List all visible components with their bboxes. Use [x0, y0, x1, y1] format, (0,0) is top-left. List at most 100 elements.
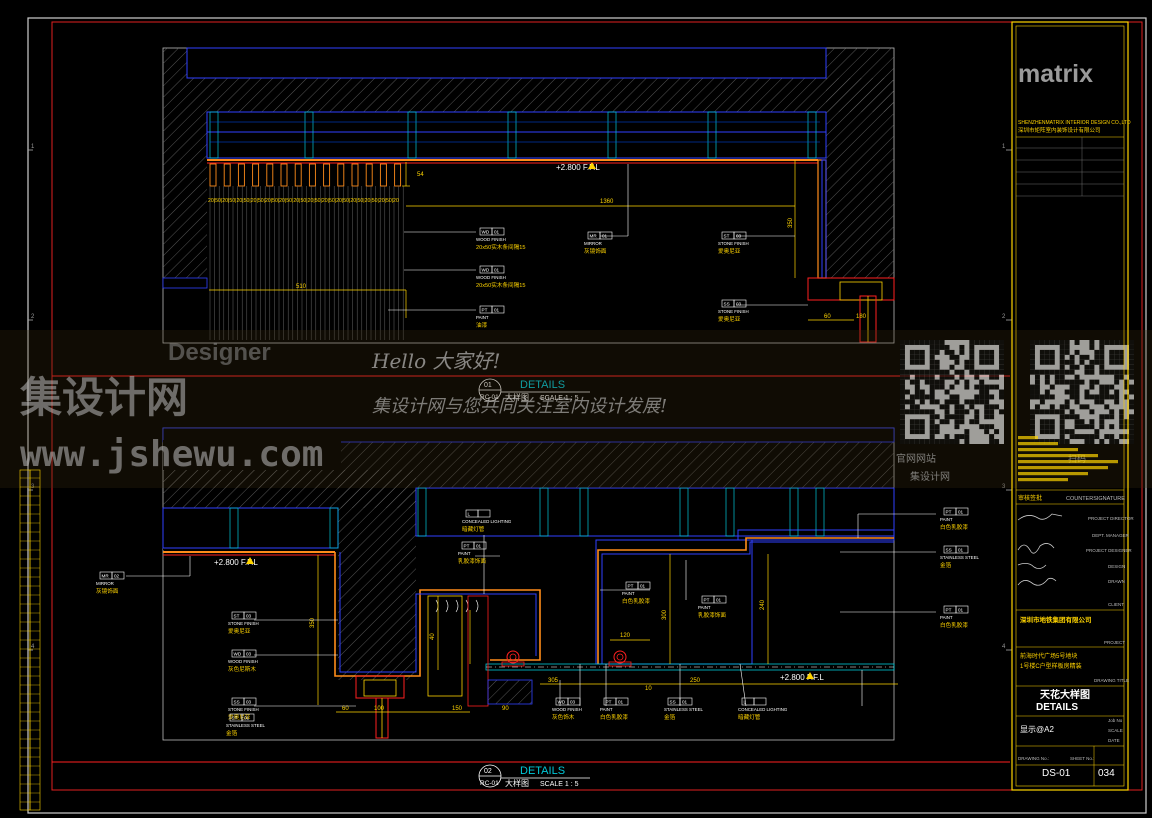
svg-text:+2.800 F.F.L: +2.800 F.F.L: [780, 673, 824, 682]
svg-text:+2.800 F.F.L: +2.800 F.F.L: [214, 558, 258, 567]
svg-text:60: 60: [342, 706, 349, 712]
svg-text:RC-01: RC-01: [480, 394, 499, 401]
revision-bar: [1018, 478, 1068, 482]
sheet-border-outer: [27, 17, 1147, 814]
svg-text:20x50实木条间隔15: 20x50实木条间隔15: [476, 281, 525, 289]
svg-text:暗藏灯管: 暗藏灯管: [462, 525, 485, 533]
border-ticks: [28, 149, 1012, 651]
leaders-1: [388, 164, 808, 311]
svg-text:灰色尼斯木: 灰色尼斯木: [228, 665, 256, 673]
svg-text:PT: PT: [606, 700, 612, 705]
svg-text:Designer: Designer: [168, 339, 271, 366]
svg-text:PT: PT: [628, 584, 634, 589]
wood-slat: [252, 163, 260, 187]
svg-text:PT: PT: [464, 544, 470, 549]
svg-text:1: 1: [1002, 144, 1006, 150]
svg-text:01: 01: [640, 584, 646, 589]
svg-text:DETAILS: DETAILS: [520, 379, 565, 391]
svg-text:ST: ST: [234, 614, 240, 619]
svg-text:STAINLESS STEEL: STAINLESS STEEL: [940, 555, 980, 560]
svg-text:03: 03: [736, 234, 742, 239]
svg-text:01: 01: [476, 544, 482, 549]
svg-text:305: 305: [548, 678, 559, 684]
wall-hatch-right: [826, 78, 894, 278]
svg-text:PROJECT DIRECTOR: PROJECT DIRECTOR: [1088, 516, 1134, 521]
svg-text:爱奥尼亚: 爱奥尼亚: [718, 247, 741, 255]
wood-slat: [223, 163, 231, 187]
svg-text:ST: ST: [724, 234, 730, 239]
svg-text:250: 250: [690, 678, 701, 684]
svg-text:Hello 大家好!: Hello 大家好!: [371, 349, 501, 373]
svg-text:02: 02: [484, 768, 492, 775]
svg-text:STONE FINISH: STONE FINISH: [228, 707, 259, 712]
svg-text:PAINT: PAINT: [698, 605, 711, 610]
svg-text:CONCEALED LIGHTING: CONCEALED LIGHTING: [462, 519, 512, 524]
matrix-logo: matrix: [1018, 60, 1093, 88]
slat-dims: 20|50|20|50|20|50|20|50|20|50|20|50|20|5…: [208, 198, 399, 204]
svg-text:爱奥尼亚: 爱奥尼亚: [228, 713, 251, 721]
svg-text:ST: ST: [232, 716, 238, 721]
svg-text:350: 350: [310, 617, 316, 628]
svg-text:PT: PT: [482, 308, 488, 313]
svg-text:PT: PT: [704, 598, 710, 603]
svg-text:PROJECT: PROJECT: [1104, 640, 1125, 645]
svg-text:大样图: 大样图: [505, 392, 529, 402]
wood-slat: [308, 163, 316, 187]
qr-code-icon: [1030, 340, 1134, 444]
revision-bar: [1018, 454, 1098, 458]
svg-text:MR: MR: [590, 234, 598, 239]
svg-text:WD: WD: [482, 268, 490, 273]
svg-text:01: 01: [494, 308, 500, 313]
svg-text:PAINT: PAINT: [940, 517, 953, 522]
svg-text:2: 2: [1002, 314, 1006, 320]
svg-text:20x50实木条间隔15: 20x50实木条间隔15: [476, 243, 525, 251]
svg-text:爱奥尼亚: 爱奥尼亚: [228, 627, 251, 635]
svg-text:大样图: 大样图: [505, 778, 529, 788]
svg-text:白色乳胶漆: 白色乳胶漆: [940, 621, 968, 629]
svg-text:SS: SS: [946, 548, 952, 553]
svg-text:1号楼C户型样板房精装: 1号楼C户型样板房精装: [1020, 662, 1082, 670]
svg-text:02: 02: [114, 574, 120, 579]
dim-180: 180: [856, 314, 867, 320]
svg-text:SS: SS: [724, 302, 730, 307]
dim-60: 60: [824, 314, 831, 320]
svg-text:PAINT: PAINT: [622, 591, 635, 596]
svg-text:PT: PT: [946, 510, 952, 515]
svg-text:MIRROR: MIRROR: [96, 581, 114, 586]
svg-text:03: 03: [246, 652, 252, 657]
svg-text:10: 10: [645, 686, 652, 692]
detail-title-02: 02 RC-01 DETAILS 大样图 SCALE 1 : 5: [52, 761, 1010, 788]
revision-bar: [1018, 442, 1058, 446]
svg-text:DRAWING No.:: DRAWING No.:: [1018, 756, 1049, 761]
svg-text:SS: SS: [234, 700, 240, 705]
svg-text:WOOD FINISH: WOOD FINISH: [476, 275, 506, 280]
svg-text:01: 01: [958, 608, 964, 613]
svg-text:PAINT: PAINT: [458, 551, 471, 556]
wood-slats: [209, 163, 402, 187]
svg-text:01: 01: [682, 700, 688, 705]
svg-text:01: 01: [484, 382, 492, 389]
title-block: matrix SHENZHENMATRIX INTERIOR DESIGN CO…: [1011, 21, 1134, 791]
revision-bar: [1018, 466, 1108, 470]
svg-text:PROJECT DESIGNER: PROJECT DESIGNER: [1086, 548, 1132, 553]
svg-text:1: 1: [31, 144, 35, 150]
svg-text:白色乳胶漆: 白色乳胶漆: [940, 523, 968, 531]
svg-text:官网网站: 官网网站: [896, 452, 936, 465]
svg-text:150: 150: [452, 706, 463, 712]
svg-text:120: 120: [620, 633, 631, 639]
wood-slat: [209, 163, 217, 187]
light-fixture-icon: [608, 650, 632, 667]
svg-text:www.jshewu.com: www.jshewu.com: [20, 434, 323, 475]
svg-text:SHEET No.:: SHEET No.:: [1070, 756, 1094, 761]
svg-text:STAINLESS STEEL: STAINLESS STEEL: [226, 723, 266, 728]
svg-text:03: 03: [246, 614, 252, 619]
